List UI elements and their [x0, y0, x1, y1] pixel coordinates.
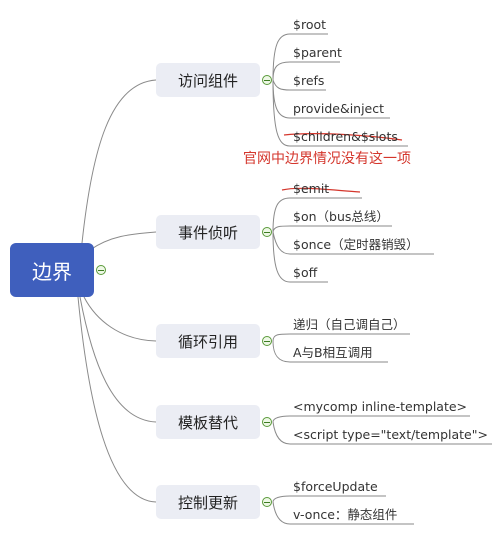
leaf-v-once[interactable]: v-once：静态组件 [293, 507, 398, 522]
connector-root-branch-1 [81, 79, 157, 244]
root-node[interactable]: 边界 [10, 243, 94, 297]
branch-5-collapse-icon[interactable] [262, 497, 272, 507]
strike-children-slots [283, 133, 403, 141]
leaf-on[interactable]: $on（bus总线） [293, 209, 389, 224]
leaf-root[interactable]: $root [293, 17, 327, 32]
connector-root-branch-3 [83, 296, 157, 342]
branch-4-collapse-icon[interactable] [262, 417, 272, 427]
connector-root-branch-2 [89, 231, 157, 251]
leaf-parent[interactable]: $parent [293, 45, 342, 60]
leaf-provide-inject[interactable]: provide&inject [293, 101, 385, 116]
branch-circular-reference[interactable]: 循环引用 [156, 324, 260, 358]
branch-event-listening[interactable]: 事件侦听 [156, 215, 260, 249]
leaf-emit[interactable]: $emit [293, 181, 330, 196]
strike-emit [281, 187, 361, 193]
leaf-once[interactable]: $once（定时器销毁） [293, 237, 419, 252]
leaf-off[interactable]: $off [293, 265, 318, 280]
leaf-refs[interactable]: $refs [293, 73, 325, 88]
leaf-x-template[interactable]: <script type="text/template"> [293, 427, 488, 442]
branch-1-collapse-icon[interactable] [262, 75, 272, 85]
leaf-inline-template[interactable]: <mycomp inline-template> [293, 399, 468, 414]
branch-template-alternatives[interactable]: 模板替代 [156, 405, 260, 439]
branch-2-collapse-icon[interactable] [262, 227, 272, 237]
leaf-recursion[interactable]: 递归（自己调自己） [293, 317, 406, 332]
root-collapse-icon[interactable] [96, 265, 106, 275]
branch-3-collapse-icon[interactable] [262, 336, 272, 346]
connector-root-branch-5 [77, 296, 157, 503]
leaf-children-slots[interactable]: $children&$slots [293, 129, 398, 144]
branch-control-updates[interactable]: 控制更新 [156, 485, 260, 519]
branch-access-components[interactable]: 访问组件 [156, 63, 260, 97]
leaf-force-update[interactable]: $forceUpdate [293, 479, 378, 494]
leaf-mutual-call[interactable]: A与B相互调用 [293, 345, 373, 360]
note-not-in-official-docs: 官网中边界情况没有这一项 [243, 151, 411, 167]
connector-root-branch-4 [79, 296, 157, 423]
